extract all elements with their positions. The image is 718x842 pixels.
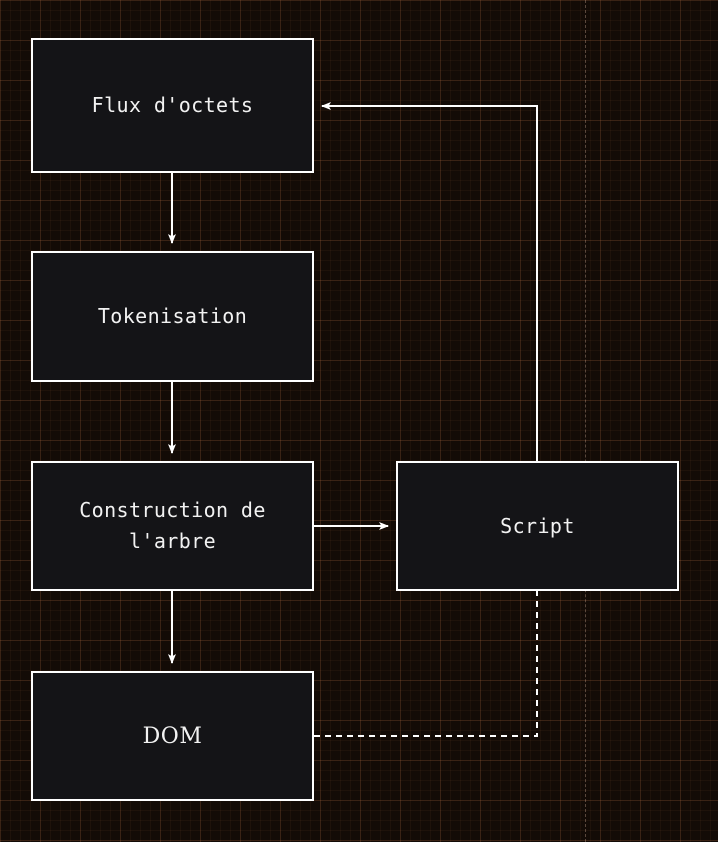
- node-flux-doctets[interactable]: Flux d'octets: [31, 38, 314, 173]
- edge-script-to-bytes: [321, 102, 538, 461]
- node-label-flux-doctets: Flux d'octets: [91, 93, 254, 117]
- node-script[interactable]: Script: [396, 461, 679, 591]
- node-label-tokenisation: Tokenisation: [97, 304, 248, 328]
- node-label-script: Script: [500, 513, 575, 538]
- node-label-dom: DOM: [142, 723, 203, 749]
- node-construction-arbre[interactable]: Construction de l'arbre: [31, 461, 314, 591]
- node-dom[interactable]: DOM: [31, 671, 314, 801]
- vertical-guide-line: [585, 0, 586, 842]
- node-label-construction-arbre: Construction de l'arbre: [79, 498, 266, 553]
- edge-dom-to-script-dashed: [314, 591, 538, 737]
- node-tokenisation[interactable]: Tokenisation: [31, 251, 314, 382]
